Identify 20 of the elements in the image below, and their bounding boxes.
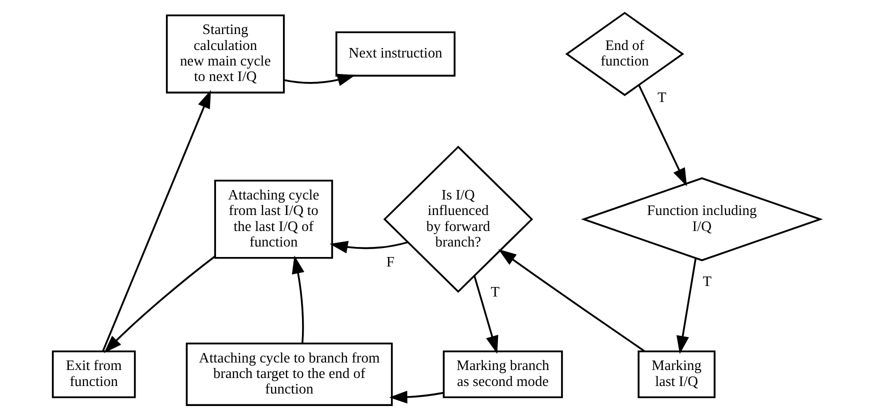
arrow bbox=[104, 256, 216, 354]
node-box: Attaching cycle to branch from branch target to the end of function bbox=[186, 342, 393, 406]
node-box: Attaching cycle from last I/Q to the last I/Q of function bbox=[214, 180, 334, 259]
node-box: Starting calculation new main cycle to next I/Q bbox=[166, 14, 285, 94]
node-box: Marking branch as second mode bbox=[442, 350, 563, 398]
arrow bbox=[676, 258, 697, 354]
arrow bbox=[474, 276, 498, 354]
arrow bbox=[284, 74, 356, 86]
node-diamond: Function including I/Q bbox=[580, 177, 823, 262]
arrow bbox=[498, 249, 645, 352]
arrow bbox=[330, 240, 408, 254]
arrow bbox=[638, 84, 687, 186]
node-box: Marking last I/Q bbox=[638, 350, 716, 398]
node-box: Next instruction bbox=[335, 31, 456, 77]
edge-label: F bbox=[386, 254, 394, 270]
arrow bbox=[389, 390, 444, 404]
arrow bbox=[292, 256, 304, 344]
arrow bbox=[102, 90, 211, 352]
edge-label: T bbox=[702, 274, 712, 290]
node-box: Exit from function bbox=[52, 350, 136, 398]
